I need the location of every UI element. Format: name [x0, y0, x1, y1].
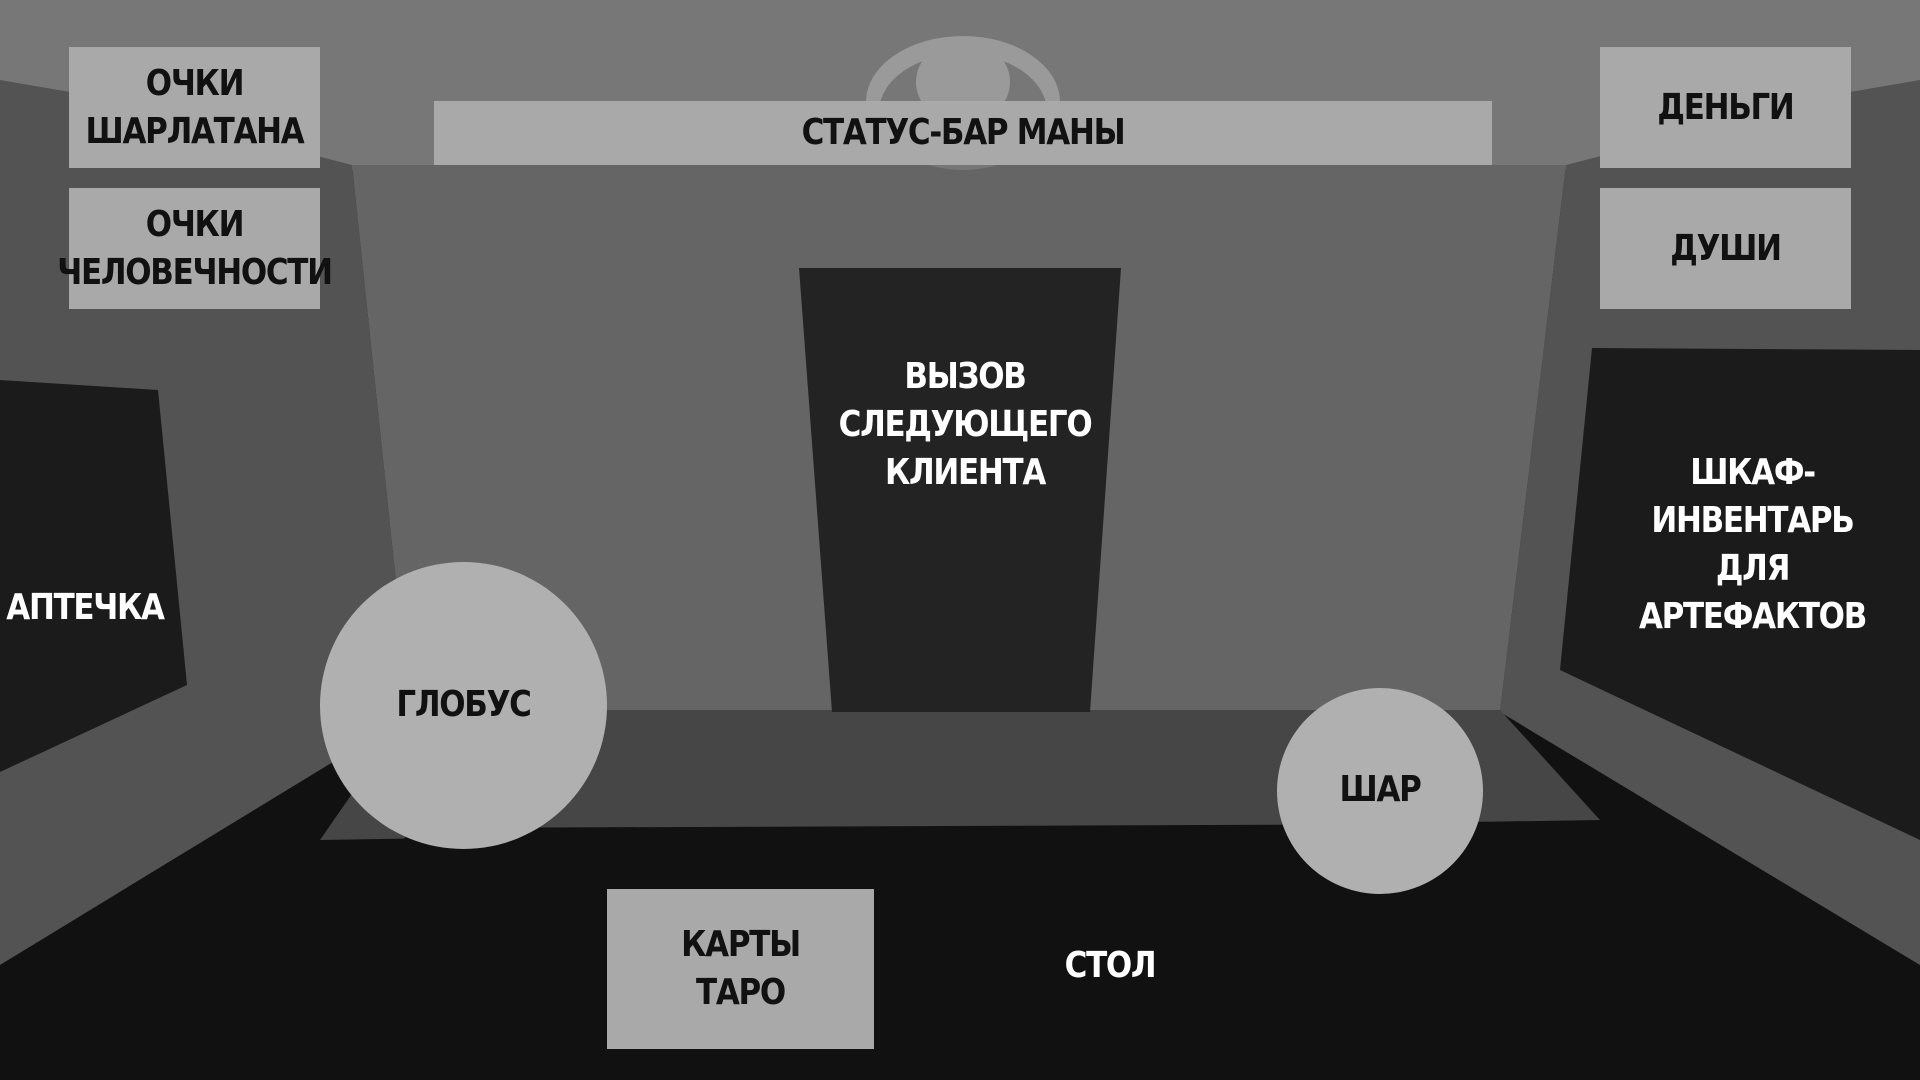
first-aid-label: АПТЕЧКА [6, 587, 165, 628]
souls-label: ДУШИ [1670, 227, 1782, 269]
globe-label: ГЛОБУС [396, 684, 532, 725]
globe-button[interactable] [320, 562, 607, 849]
table-surface [30, 824, 1880, 1080]
wardrobe [1560, 348, 1920, 840]
tarot-cards-label: КАРТЫ ТАРО [681, 924, 801, 1013]
souls-panel [1600, 188, 1851, 309]
charlatan-points-label: ОЧКИ ШАРЛАТАНА [85, 62, 305, 152]
humanity-points-panel [69, 188, 320, 309]
door [799, 268, 1121, 712]
mana-status-bar-label: СТАТУС-БАР МАНЫ [801, 112, 1126, 153]
mana-status-bar [434, 101, 1492, 165]
crystal-ball-label: ШАР [1339, 769, 1421, 810]
wardrobe-label: ШКАФ-ИНВЕНТАРЬ ДЛЯ АРТЕФАКТОВ [1638, 452, 1867, 637]
first-aid-button[interactable] [0, 385, 180, 770]
next-client-label: ВЫЗОВ СЛЕДУЮЩЕГО КЛИЕНТА [838, 356, 1093, 493]
crystal-ball-button[interactable] [1277, 688, 1483, 894]
charlatan-points-panel [69, 47, 320, 168]
table-label: СТОЛ [1064, 945, 1157, 986]
humanity-points-label: ОЧКИ ЧЕЛОВЕЧНОСТИ [57, 203, 333, 293]
money-panel [1600, 47, 1851, 168]
money-label: ДЕНЬГИ [1657, 86, 1794, 128]
tarot-cards-button[interactable] [607, 889, 874, 1049]
first-aid-cabinet [0, 380, 187, 772]
